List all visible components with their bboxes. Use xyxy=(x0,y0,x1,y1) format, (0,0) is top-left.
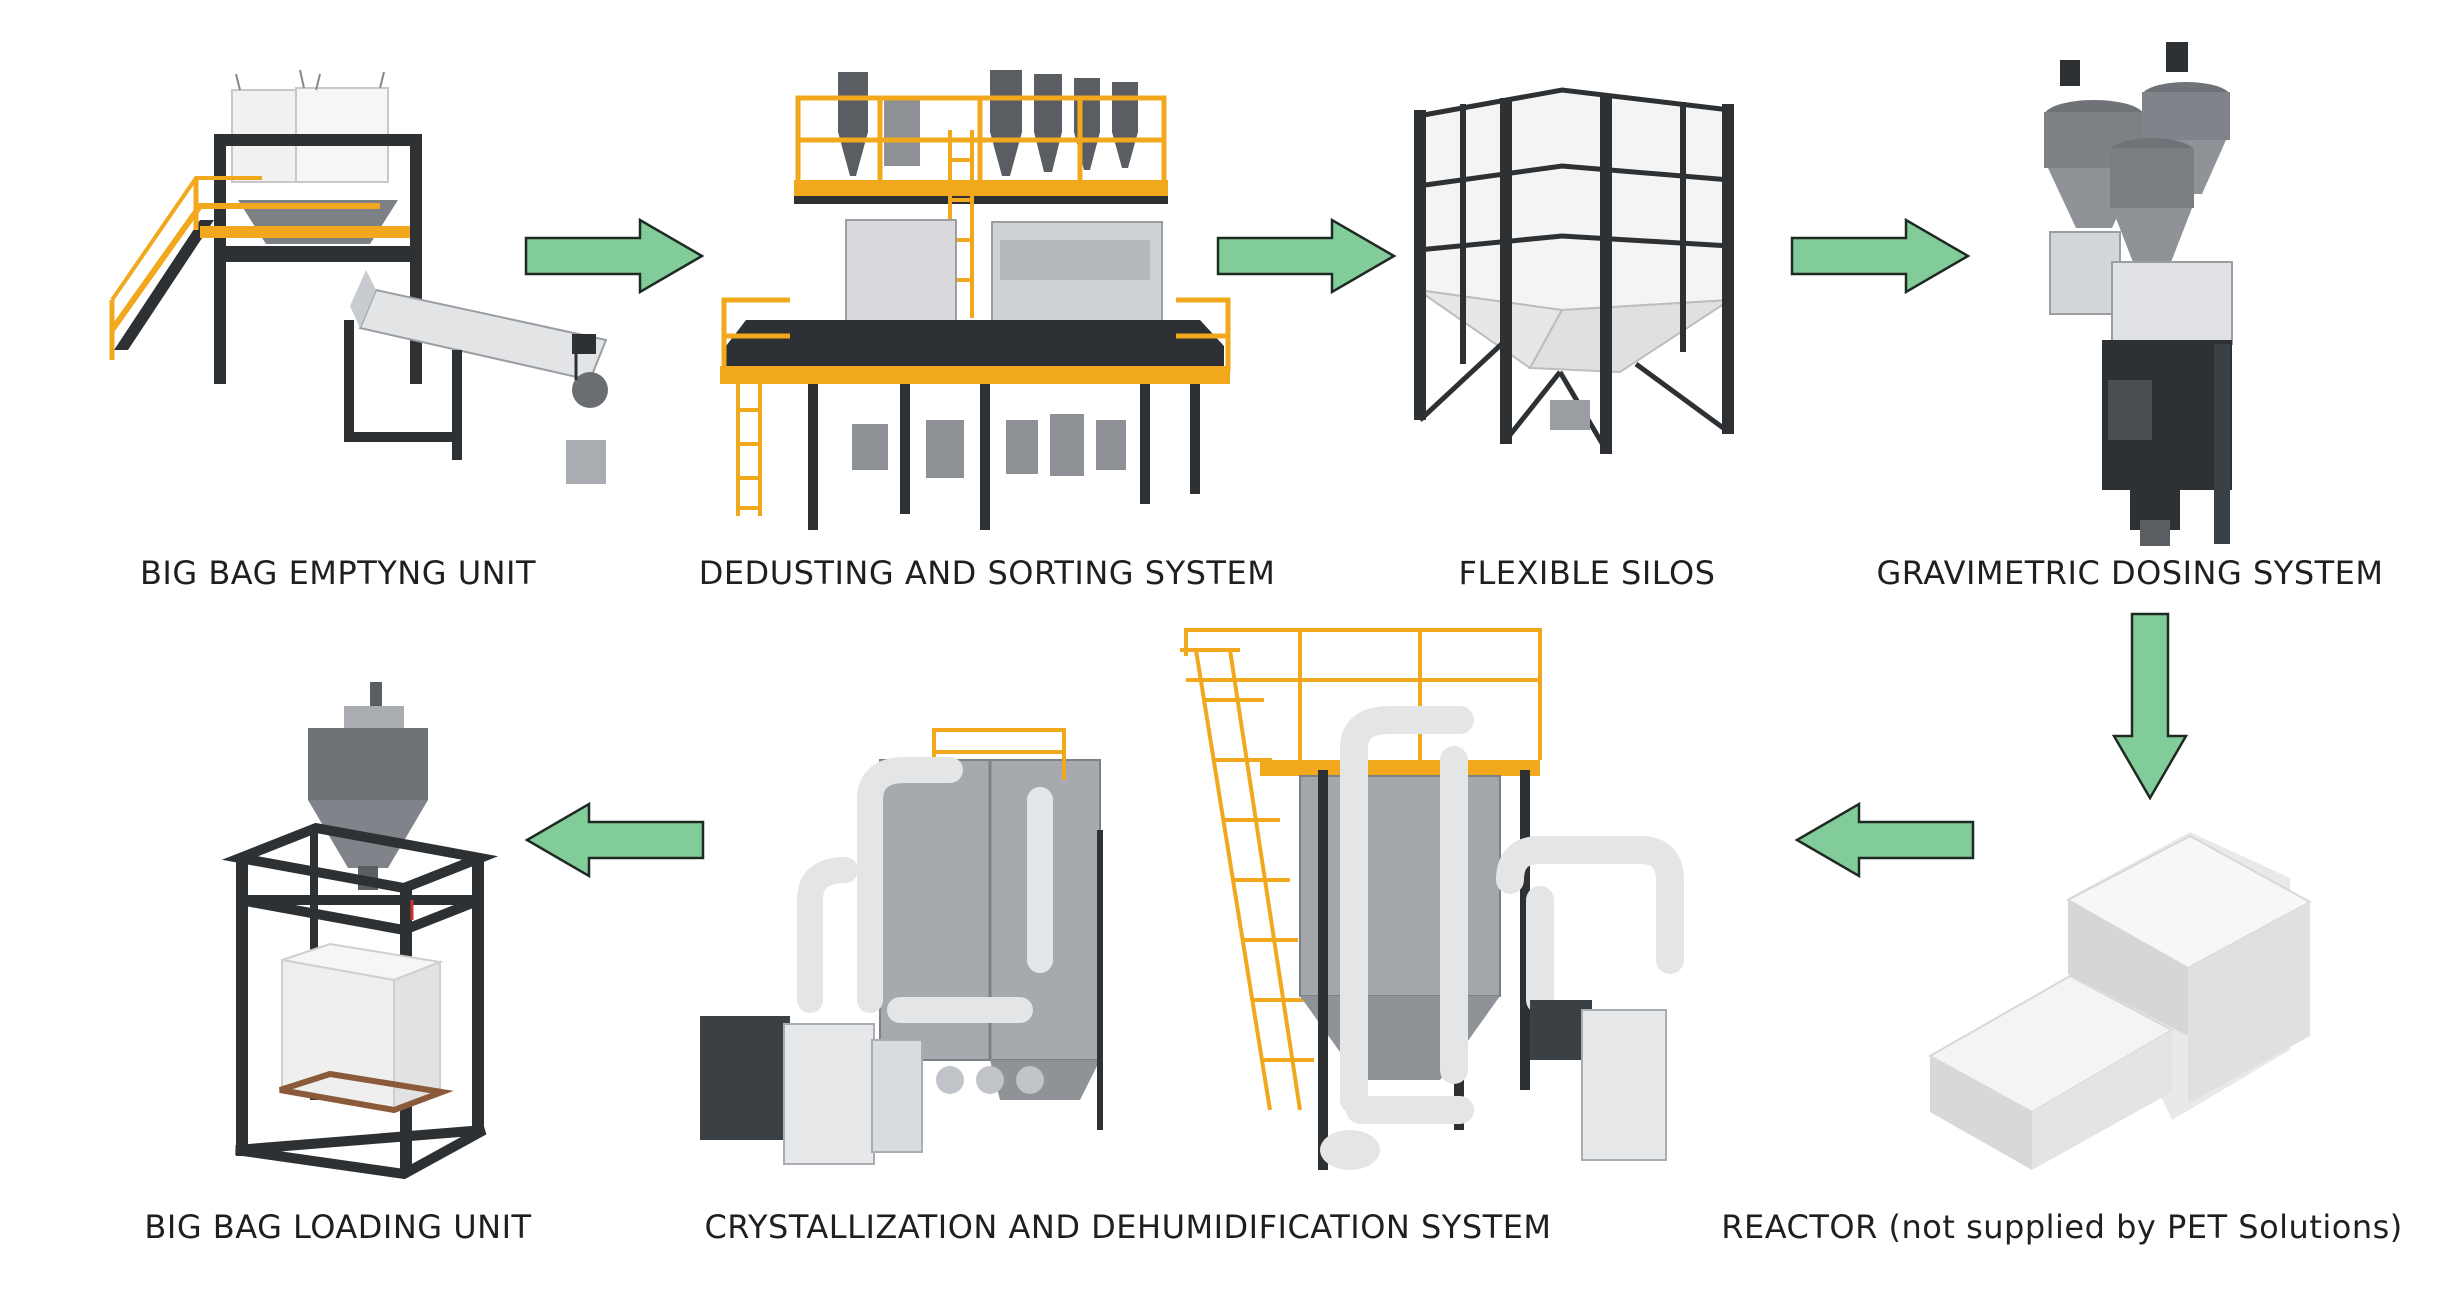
stage-label-crystallization-dehumidification: CRYSTALLIZATION AND DEHUMIDIFICATION SYS… xyxy=(704,1208,1551,1246)
flexible-silos-icon xyxy=(1414,87,1734,454)
flow-arrow-right-icon xyxy=(1216,217,1397,295)
flow-arrow-right-icon xyxy=(524,217,705,295)
flow-arrows xyxy=(524,217,2189,879)
stage-label-reactor: REACTOR (not supplied by PET Solutions) xyxy=(1721,1208,2403,1246)
flow-arrow-right-icon xyxy=(1790,217,1971,295)
stage-label-big-bag-emptying: BIG BAG EMPTYNG UNIT xyxy=(140,554,536,592)
big-bag-loading-icon xyxy=(221,682,499,1180)
big-bag-emptying-icon xyxy=(109,69,608,484)
flow-arrow-down-icon xyxy=(2111,612,2189,801)
flow-arrow-left-icon xyxy=(1794,801,1975,879)
dedusting-sorting-icon xyxy=(720,70,1231,530)
stage-label-flexible-silos: FLEXIBLE SILOS xyxy=(1459,554,1716,592)
reactor-block-icon xyxy=(1927,832,2313,1170)
crystallization-dehumidification-icon xyxy=(700,628,1684,1170)
stage-label-gravimetric-dosing: GRAVIMETRIC DOSING SYSTEM xyxy=(1877,554,2384,592)
stage-label-dedusting-sorting: DEDUSTING AND SORTING SYSTEM xyxy=(699,554,1276,592)
gravimetric-dosing-icon xyxy=(2044,42,2233,546)
flow-arrow-left-icon xyxy=(524,801,705,879)
stage-label-big-bag-loading: BIG BAG LOADING UNIT xyxy=(144,1208,531,1246)
